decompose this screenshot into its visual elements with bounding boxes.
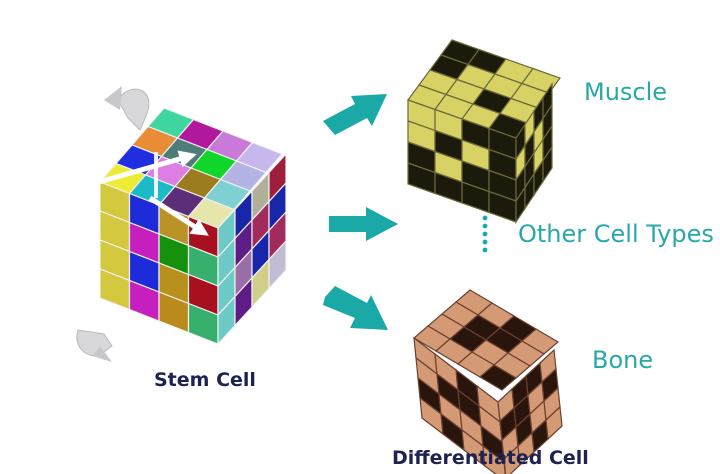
rotate-icon-bottom — [76, 329, 113, 362]
bone-right-tile — [545, 405, 563, 441]
rotate-icon-top — [104, 86, 150, 131]
bone-top-tile — [478, 364, 518, 391]
stem-cell-cube — [91, 107, 287, 346]
bone-label: Bone — [592, 346, 654, 374]
muscle-label: Muscle — [584, 78, 668, 106]
muscle-cube — [407, 39, 561, 224]
differentiated-cell-label: Differentiated Cell — [392, 447, 589, 469]
rotation-arrow-front — [148, 195, 209, 236]
arrow-to-muscle — [323, 94, 387, 135]
rotation-arrow-top — [91, 150, 197, 187]
arrow-to-other — [329, 207, 398, 241]
ellipsis-dots — [482, 215, 488, 253]
arrow-to-bone — [323, 286, 388, 330]
bone-left-tile — [482, 444, 506, 474]
muscle-right-tile — [542, 145, 553, 184]
stem-cell-label: Stem Cell — [154, 369, 256, 391]
bone-cube — [412, 289, 563, 474]
stem-right-tile — [268, 239, 287, 291]
other-cell-types-label: Other Cell Types — [518, 220, 714, 248]
